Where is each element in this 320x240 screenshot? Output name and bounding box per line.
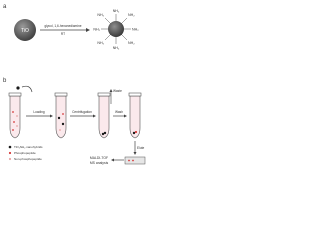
tube-loaded <box>54 92 68 139</box>
amine-label: NH₂ <box>113 46 120 50</box>
analysis-arrow-head <box>111 158 114 162</box>
amine-label: NH₂ <box>97 41 104 45</box>
pipette-icon <box>16 85 33 93</box>
tube-sample <box>8 92 22 139</box>
legend-phosphopeptide-label: Phosphopeptide <box>14 151 36 155</box>
legend-nanohybrid-swatch <box>8 145 12 149</box>
amine-label: NH₂ <box>128 41 135 45</box>
analysis-label-1: MALDI-TOF <box>90 156 108 160</box>
analysis-label-2: MS analysis <box>90 161 109 165</box>
wash-label: Wash <box>115 110 123 114</box>
tio-sphere-label: TiO <box>21 28 29 34</box>
reaction-arrow-head <box>86 28 90 32</box>
centrifugation-arrow-head <box>93 114 96 118</box>
centrifugation-label: Centrifugation <box>72 110 92 114</box>
legend-nanohybrid-label: TiO₂NH₂ nanohybrids <box>14 145 43 149</box>
loading-label: Loading <box>33 110 45 114</box>
wash-arrow-head <box>124 114 127 118</box>
tio-sphere <box>14 19 36 41</box>
panel-a-label: a <box>3 4 7 10</box>
amine-label: NH₂ <box>128 13 135 17</box>
figure: a TiO glycol, 1,6-hexanediamine RT NH₂ N… <box>3 4 146 165</box>
functionalized-sphere <box>108 21 124 37</box>
legend-phosphopeptide-swatch <box>8 151 12 155</box>
elute-label: Elute <box>137 146 144 150</box>
amine-label: NH₂ <box>97 13 104 17</box>
condition-text: RT <box>61 32 65 36</box>
elute-arrow-head <box>133 152 137 155</box>
amine-label: NH₂ <box>132 28 139 32</box>
amine-label: NH₂ <box>113 9 120 13</box>
amine-label: NH₂ <box>93 28 100 32</box>
legend-non-phosphopeptide-swatch <box>8 157 12 161</box>
maldi-plate <box>124 156 146 165</box>
legend-non-phosphopeptide-label: Non-phosphopeptide <box>14 157 42 161</box>
legend: TiO₂NH₂ nanohybrids Phosphopeptide Non-p… <box>8 145 43 161</box>
tube-washed <box>128 92 142 139</box>
waste-arrow-head <box>109 89 113 92</box>
reagent-text: glycol, 1,6-hexanediamine <box>44 24 81 28</box>
panel-b-label: b <box>3 78 7 84</box>
waste-label: Waste <box>113 89 122 93</box>
loading-arrow-head <box>50 114 53 118</box>
tube-pellet <box>97 92 111 139</box>
